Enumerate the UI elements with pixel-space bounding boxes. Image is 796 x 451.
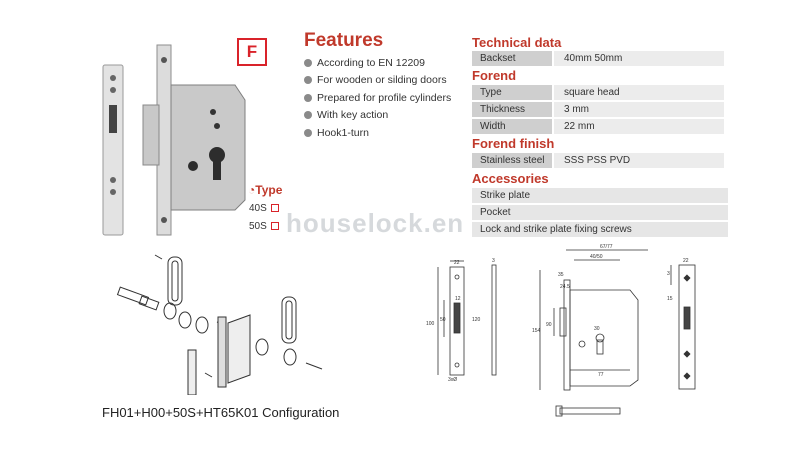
dim-22-forend: 22: [683, 258, 689, 264]
bullet-icon: [304, 58, 312, 67]
features-list: According to EN 12209 For wooden or sild…: [304, 54, 451, 142]
dim-50: 50: [440, 317, 446, 323]
strike-plate-drawing: 22 12 100 50 120 3 3xØ: [426, 258, 497, 383]
checkbox-icon: [270, 222, 279, 231]
dim-3-forend: 3: [667, 271, 670, 277]
lock-body-drawing: 67/77 40/50 35 24.5 154 90 30 77: [532, 244, 648, 417]
accessories-title: Accessories: [472, 171, 549, 186]
dim-3: 3: [492, 258, 495, 264]
lock-product-photo: [102, 44, 246, 236]
feature-item: With key action: [304, 107, 451, 125]
configuration-caption: FH01+H00+50S+HT65K01 Configuration: [102, 405, 340, 420]
forend-title: Forend: [472, 68, 517, 83]
watermark: houselock.en: [286, 208, 465, 238]
feature-item: For wooden or silding doors: [304, 72, 451, 90]
dim-3x: 3xØ: [448, 377, 457, 383]
feature-item: According to EN 12209: [304, 54, 451, 72]
checkbox-icon: [270, 204, 279, 213]
dim-30: 30: [594, 326, 600, 332]
forend-drawing: 22 15 3: [667, 258, 696, 390]
accessory-item: Pocket: [472, 205, 728, 220]
dim-120: 120: [472, 317, 481, 323]
dim-12: 12: [455, 296, 461, 302]
bullet-icon: [304, 93, 312, 102]
dim-154: 154: [532, 328, 541, 334]
dim-15: 15: [667, 296, 673, 302]
dim-40-50: 40/50: [590, 254, 603, 260]
dim-35: 35: [558, 272, 564, 278]
type-option-40s: 40S: [249, 203, 279, 214]
type-option-50s: 50S: [249, 221, 279, 232]
dim-77: 77: [598, 372, 604, 378]
dim-22-top: 22: [454, 260, 460, 266]
feature-item: Prepared for profile cylinders: [304, 89, 451, 107]
dim-90: 90: [546, 322, 552, 328]
dim-100: 100: [426, 321, 435, 327]
accessory-item: Strike plate: [472, 188, 728, 203]
type-title: ◔Type: [248, 183, 283, 197]
dim-24-5: 24.5: [560, 284, 570, 290]
features-title: Features: [304, 30, 384, 51]
bullet-icon: [304, 76, 312, 85]
features-badge: F: [237, 38, 267, 66]
feature-item: Hook1-turn: [304, 124, 451, 142]
dim-67-77: 67/77: [600, 244, 613, 250]
bullet-icon: [304, 128, 312, 137]
accessory-item: Lock and strike plate fixing screws: [472, 222, 728, 237]
bullet-icon: [304, 111, 312, 120]
exploded-configuration-drawing: [116, 254, 323, 395]
technical-data-title: Technical data: [472, 35, 562, 50]
forend-finish-title: Forend finish: [472, 136, 555, 151]
